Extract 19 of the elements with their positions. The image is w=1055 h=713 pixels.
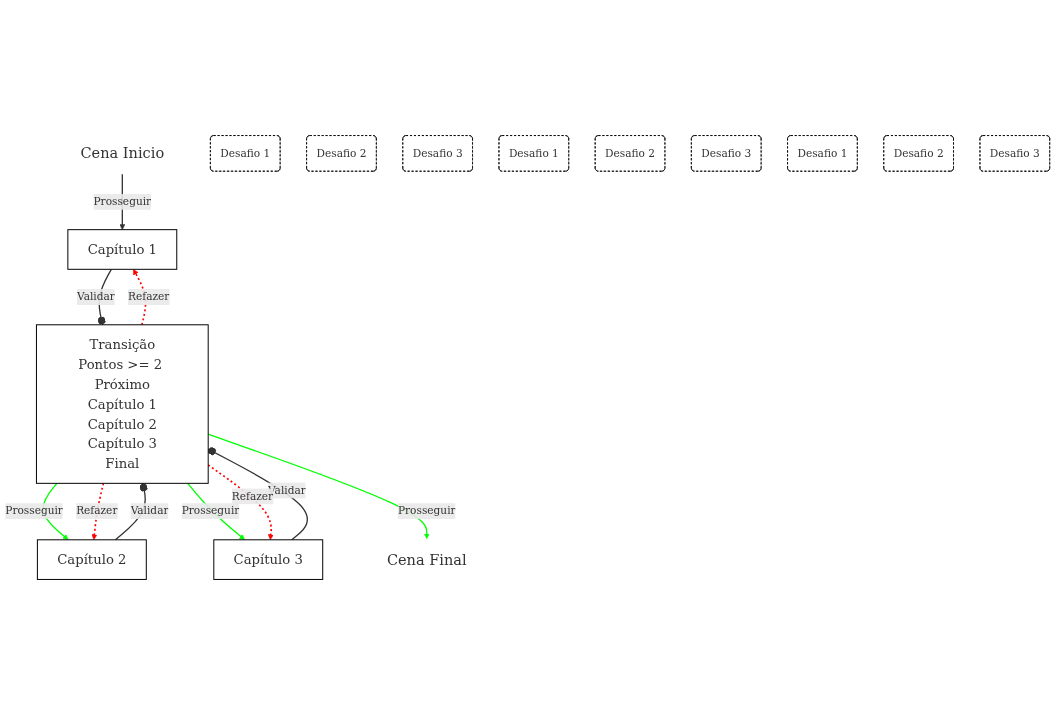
edge-label: Prosseguir [181, 504, 240, 518]
node-text: Cena Inicio [80, 145, 165, 162]
edge-label: Prosseguir [5, 504, 63, 518]
edge-label: Refazer [76, 504, 118, 518]
arrow [207, 433, 430, 540]
arrow [91, 482, 105, 541]
node-box: Capítulo 3 [213, 539, 324, 580]
node-box: Transição Pontos >= 2 Próximo Capítulo 1 Capítulo 2 Capítulo 3 Final [35, 324, 209, 484]
edge-label: Prosseguir [397, 504, 456, 518]
connector [207, 447, 308, 541]
node-box: Capítulo 1 [67, 229, 178, 270]
node-text: Cena Final [386, 551, 467, 568]
edge-label: Prosseguir [93, 195, 152, 208]
arrow [207, 464, 274, 541]
edge-label: Refazer [128, 290, 170, 303]
arrow [133, 269, 147, 326]
edge-label: Validar [76, 290, 115, 303]
edge-label: Validar [130, 504, 169, 518]
node-box: Capítulo 2 [36, 539, 147, 580]
